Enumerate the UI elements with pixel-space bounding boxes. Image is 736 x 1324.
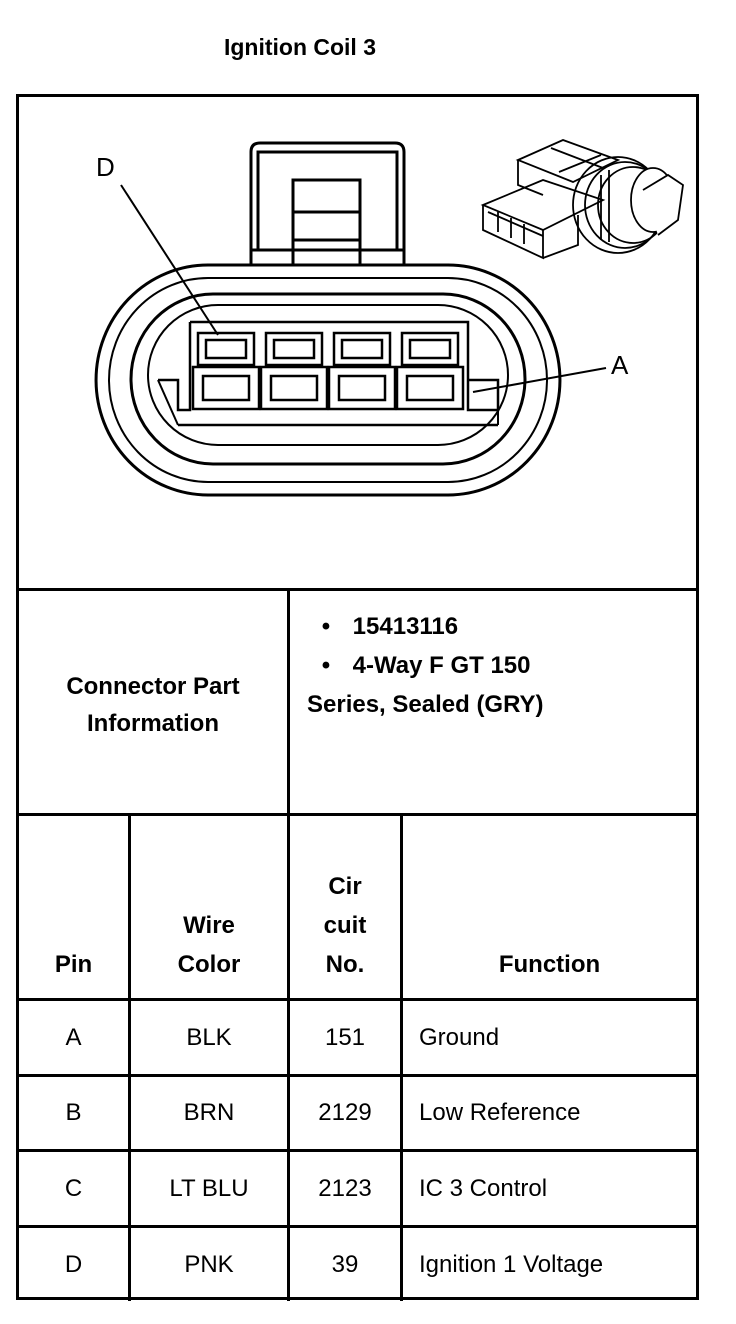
connector-info-item: • 4-Way F GT 150	[306, 646, 696, 685]
wire-color-cell: BRN	[183, 1099, 235, 1126]
terminal-cavities	[191, 331, 465, 411]
connector-info-label-line1: Connector Part	[66, 672, 240, 700]
divider	[19, 588, 696, 591]
divider	[128, 816, 131, 1301]
divider	[19, 998, 696, 1001]
part-number: 15413116	[352, 613, 459, 640]
circuit-cell: 2123	[318, 1174, 372, 1202]
housing-inner	[129, 292, 527, 466]
pin-d-leader	[120, 184, 219, 336]
connector-table-frame: D A Conne	[16, 94, 699, 1301]
latch-slot	[291, 178, 362, 267]
connector-thumbnail	[480, 139, 684, 260]
connector-info-label: Connector Part Information	[19, 594, 287, 815]
header-wire-color-line1: Wire	[183, 912, 235, 939]
function-cell: Low Reference	[419, 1099, 581, 1126]
divider	[19, 813, 696, 816]
circuit-cell: 39	[331, 1250, 359, 1278]
page-title: Ignition Coil 3	[223, 34, 377, 60]
divider	[19, 1149, 696, 1152]
header-circuit-no: Cir cuit No.	[290, 816, 400, 998]
connector-info-item: • 15413116	[306, 607, 696, 646]
function-cell: Ignition 1 Voltage	[419, 1250, 604, 1278]
function-cell: Ground	[419, 1023, 500, 1051]
header-wire-color: Wire Color	[131, 816, 287, 998]
bullet-icon: •	[321, 652, 331, 679]
header-circuit-line1: Cir	[328, 873, 362, 900]
header-pin-text: Pin	[54, 951, 93, 978]
latch-inner	[256, 150, 399, 250]
wire-color-cell: LT BLU	[169, 1174, 249, 1202]
latch-outline	[249, 141, 406, 265]
header-wire-color-line2: Color	[177, 951, 241, 978]
housing-outer	[94, 263, 562, 497]
divider	[19, 1225, 696, 1228]
pin-cell: D	[64, 1250, 83, 1278]
header-circuit-line3: No.	[325, 951, 365, 978]
divider	[19, 1074, 696, 1077]
wire-color-cell: BLK	[186, 1023, 232, 1051]
divider	[400, 816, 403, 1301]
connector-info-list: • 15413116 • 4-Way F GT 150 Series, Seal…	[306, 607, 696, 724]
header-function: Function	[403, 816, 696, 998]
header-function-text: Function	[498, 951, 601, 978]
housing-core	[147, 304, 509, 446]
bullet-icon: •	[321, 613, 331, 640]
circuit-cell: 2129	[318, 1099, 372, 1126]
pin-d-label: D	[96, 152, 115, 182]
header-pin: Pin	[19, 816, 128, 998]
connector-info-label-line2: Information	[87, 709, 219, 737]
connector-description: 4-Way F GT 150	[352, 652, 531, 679]
pin-cell: A	[65, 1023, 82, 1051]
pin-cell: B	[65, 1099, 82, 1126]
connector-description-continued: Series, Sealed (GRY)	[307, 691, 544, 718]
function-cell: IC 3 Control	[419, 1174, 548, 1202]
pin-a-leader	[472, 367, 607, 393]
divider	[287, 591, 290, 1301]
header-circuit-line2: cuit	[323, 912, 367, 939]
connector-face-diagram: D A	[94, 139, 684, 497]
wire-color-cell: PNK	[184, 1250, 234, 1278]
housing-mid	[108, 277, 548, 483]
circuit-cell: 151	[324, 1023, 366, 1051]
pin-a-label: A	[611, 350, 629, 380]
pin-cell: C	[64, 1174, 83, 1202]
